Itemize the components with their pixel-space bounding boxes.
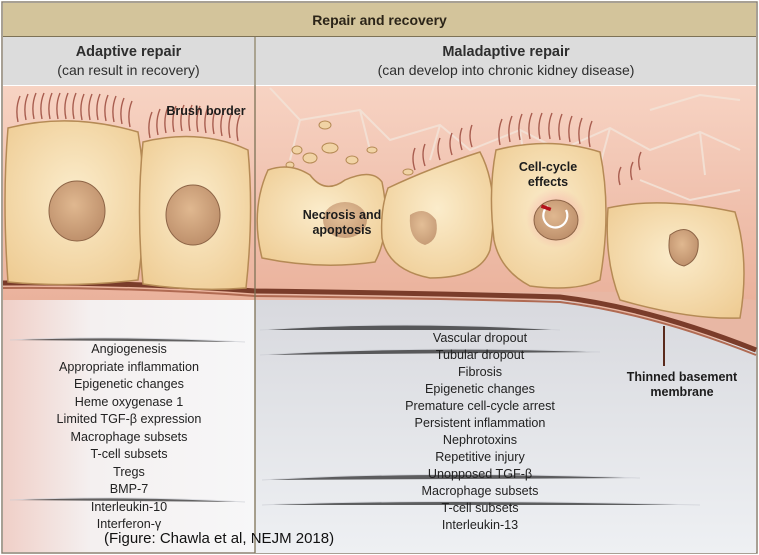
- basement-membrane-label: Thinned basement membrane: [620, 370, 744, 400]
- maladaptive-title: Maladaptive repair: [256, 44, 756, 60]
- nucleus-2: [166, 185, 220, 245]
- repair-and-recovery-header: Repair and recovery: [3, 3, 756, 37]
- list-item: Tregs: [14, 464, 244, 482]
- list-item: Nephrotoxins: [380, 432, 580, 449]
- nucleus-1: [49, 181, 105, 241]
- list-item: Repetitive injury: [380, 449, 580, 466]
- maladaptive-factor-list: Vascular dropout Tubular dropout Fibrosi…: [380, 330, 580, 534]
- list-item: BMP-7: [14, 481, 244, 499]
- list-item: Epigenetic changes: [380, 381, 580, 398]
- list-item: Epigenetic changes: [14, 376, 244, 394]
- list-item: Fibrosis: [380, 364, 580, 381]
- maladaptive-header: Maladaptive repair (can develop into chr…: [256, 37, 756, 85]
- list-item: Premature cell-cycle arrest: [380, 398, 580, 415]
- brush-border-label: Brush border: [164, 104, 248, 119]
- citation: (Figure: Chawla et al, NEJM 2018): [104, 530, 334, 547]
- necrosis-label: Necrosis and apoptosis: [298, 208, 386, 238]
- maladaptive-subtitle: (can develop into chronic kidney disease…: [256, 62, 756, 78]
- list-item: Unopposed TGF-β: [380, 466, 580, 483]
- arrested-nucleus: [534, 200, 578, 240]
- adaptive-subtitle: (can result in recovery): [3, 62, 254, 78]
- list-item: Angiogenesis: [14, 341, 244, 359]
- adaptive-header: Adaptive repair (can result in recovery): [3, 37, 254, 85]
- list-item: Vascular dropout: [380, 330, 580, 347]
- list-item: Heme oxygenase 1: [14, 394, 244, 412]
- list-item: Appropriate inflammation: [14, 359, 244, 377]
- list-item: Tubular dropout: [380, 347, 580, 364]
- list-item: Macrophage subsets: [14, 429, 244, 447]
- list-item: Interleukin-13: [380, 517, 580, 534]
- adaptive-factor-list: Angiogenesis Appropriate inflammation Ep…: [14, 341, 244, 534]
- list-item: Interleukin-10: [14, 499, 244, 517]
- list-item: T-cell subsets: [14, 446, 244, 464]
- list-item: Persistent inflammation: [380, 415, 580, 432]
- adaptive-title: Adaptive repair: [3, 44, 254, 60]
- list-item: T-cell subsets: [380, 500, 580, 517]
- list-item: Limited TGF-β expression: [14, 411, 244, 429]
- cell-cycle-label: Cell-cycle effects: [512, 160, 584, 190]
- list-item: Macrophage subsets: [380, 483, 580, 500]
